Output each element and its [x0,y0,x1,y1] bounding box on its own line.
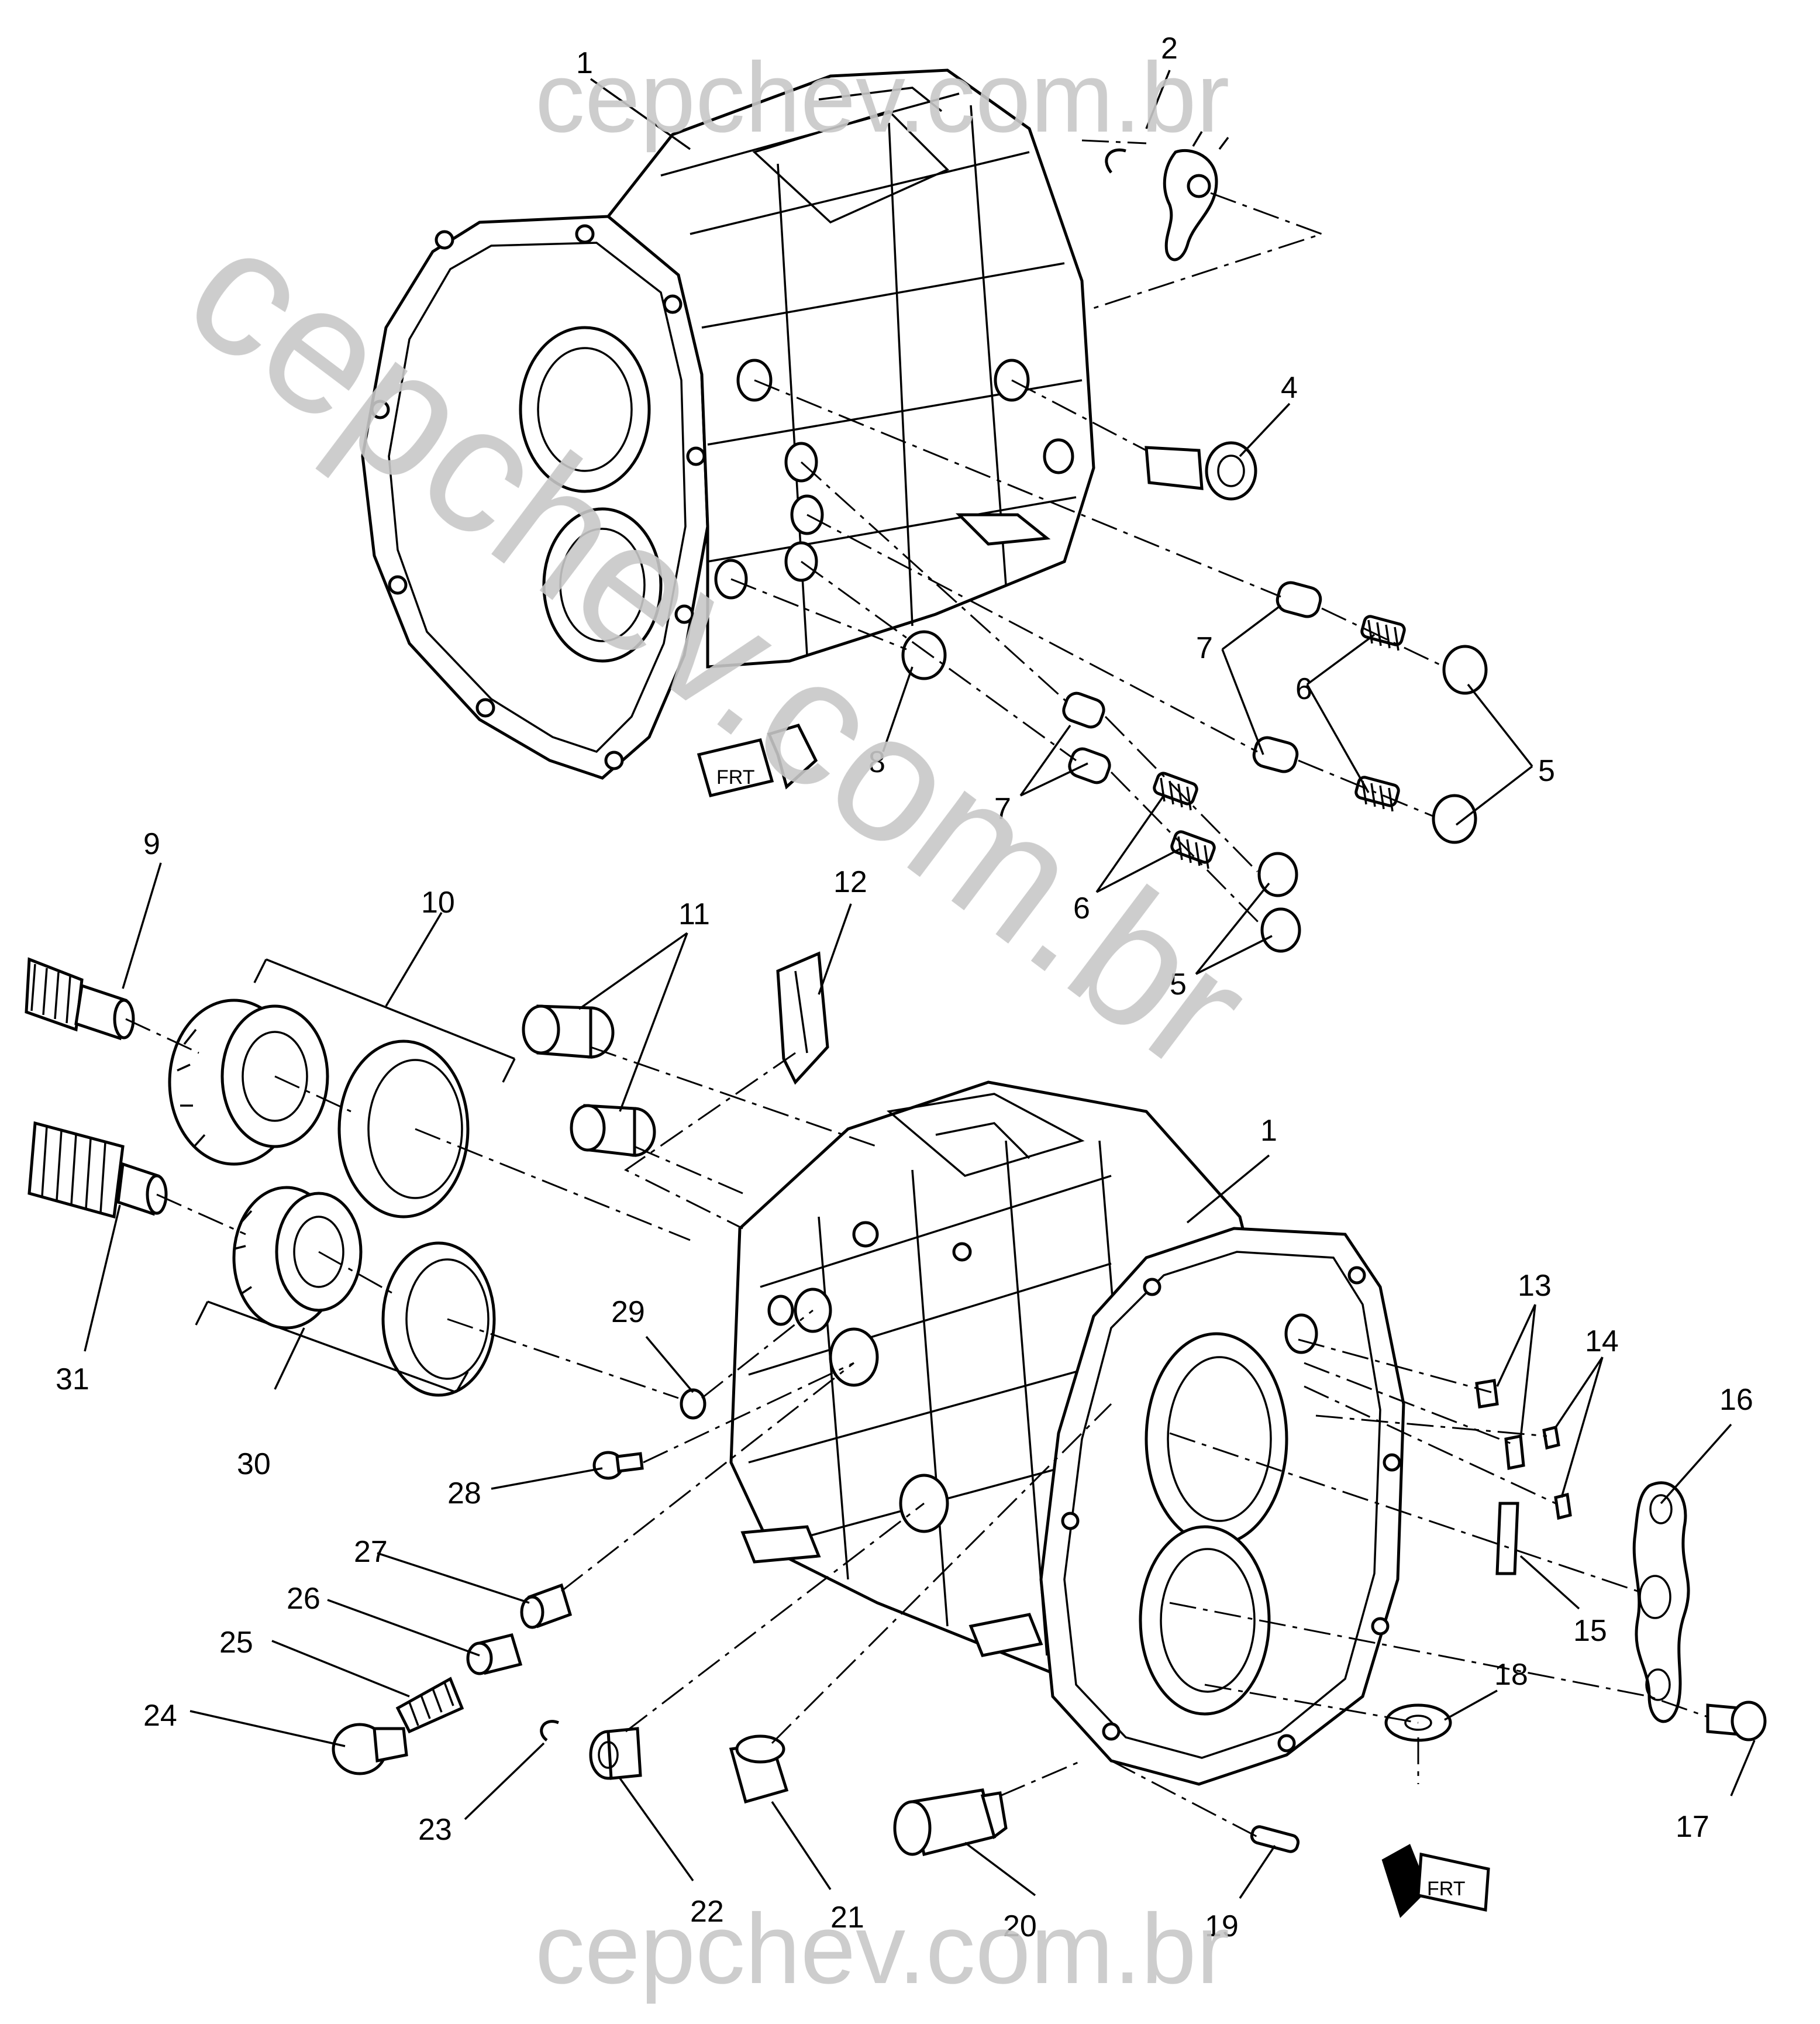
callout-29: 29 [611,1295,645,1329]
plug-part-24 [332,1723,408,1775]
plunger-part-26 [466,1633,523,1675]
upper-transmission-case [361,68,1095,780]
watermark-bottom: cepchev.com.br [535,1894,1229,2005]
front-indicator-upper: FRT [697,724,818,797]
frt-label-lower: FRT [1427,1878,1465,1900]
sleeve-part-27 [520,1583,573,1629]
callout-1-lower: 1 [1260,1114,1277,1148]
output-shaft-part-31 [27,1121,168,1219]
bolt-part-17 [1706,1701,1767,1741]
callout-10: 10 [421,886,455,920]
callout-26: 26 [287,1582,320,1616]
callout-leaders [84,70,1756,1899]
bracket-part-12 [776,951,829,1085]
plugs-part-5 [1257,645,1488,953]
callout-17: 17 [1676,1810,1709,1844]
lower-assembly-lines [125,1018,1708,1838]
callout-30: 30 [237,1447,271,1481]
bearing-part-30 [195,1186,496,1397]
callout-numbers: 1 2 4 7 6 5 8 7 6 5 9 10 11 12 1 13 14 1… [56,32,1753,1943]
callout-16: 16 [1719,1383,1753,1417]
callout-28: 28 [447,1476,481,1510]
bearing-part-10 [168,958,516,1218]
callout-31: 31 [56,1362,89,1396]
input-shaft-part-9 [25,957,135,1041]
callout-1-upper: 1 [576,46,593,80]
callout-4: 4 [1281,371,1298,405]
callout-2: 2 [1161,32,1178,66]
bolt-part-4 [1145,441,1257,501]
callout-12: 12 [833,865,867,899]
spring-part-25 [395,1677,464,1734]
callout-15: 15 [1573,1614,1607,1648]
callout-18: 18 [1494,1658,1528,1692]
sensor-part-20 [893,1788,1008,1857]
pin-part-19 [1250,1825,1300,1853]
plate-part-16 [1632,1481,1690,1723]
callout-14: 14 [1585,1324,1619,1358]
bolt-part-28 [592,1451,644,1480]
callout-23: 23 [418,1813,452,1847]
plug-part-22 [589,1727,642,1780]
callout-21: 21 [830,1901,864,1934]
callout-11: 11 [678,897,710,931]
callout-8: 8 [868,745,885,779]
callout-27: 27 [354,1535,388,1569]
callout-20: 20 [1003,1909,1037,1943]
callout-7-lower: 7 [994,792,1011,826]
callout-24: 24 [143,1699,177,1733]
callout-5-lower: 5 [1170,968,1187,1001]
shift-lever-part-2 [1105,131,1229,261]
callout-6-lower: 6 [1073,891,1090,925]
callout-7-upper: 7 [1196,631,1213,665]
front-indicator-lower: FRT [1381,1844,1490,1918]
sleeves-part-11 [522,1004,656,1157]
pins-13-14-15 [1475,1379,1572,1575]
callout-13: 13 [1518,1269,1552,1303]
washer-part-29 [680,1388,706,1420]
upper-detent-assemblies [901,581,1488,953]
callout-19: 19 [1205,1909,1239,1943]
callout-25: 25 [219,1626,253,1660]
watermark-top: cepchev.com.br [535,42,1229,153]
frt-label-upper: FRT [716,766,754,789]
clip-part-23 [540,1720,559,1741]
lower-transmission-case [729,1080,1405,1786]
upper-assembly-lines [730,139,1445,928]
callout-22: 22 [690,1895,724,1929]
plug-part-21 [729,1734,789,1804]
callout-9: 9 [143,827,160,861]
callout-6-upper: 6 [1295,672,1312,706]
callout-5-upper: 5 [1538,754,1555,788]
